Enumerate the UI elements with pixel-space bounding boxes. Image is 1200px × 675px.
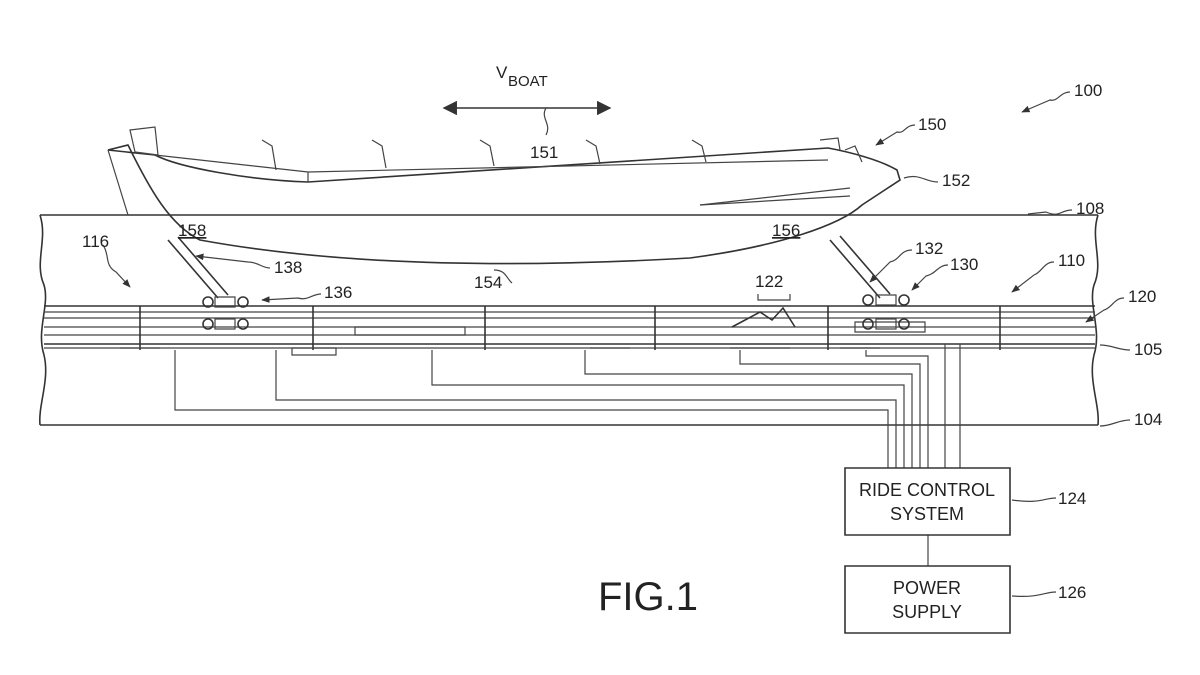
control-wiring <box>175 344 960 566</box>
ref-126: 126 <box>1058 583 1086 602</box>
ride-control-line2: SYSTEM <box>890 504 964 524</box>
boat-seats <box>262 140 706 170</box>
ref-100: 100 <box>1074 81 1102 100</box>
ref-136: 136 <box>324 283 352 302</box>
track-posts <box>140 306 1000 350</box>
ref-138: 138 <box>274 258 302 277</box>
power-supply-line1: POWER <box>893 578 961 598</box>
ref-152: 152 <box>942 171 970 190</box>
ref-150: 150 <box>918 115 946 134</box>
bogie-rear <box>168 237 248 329</box>
ref-116: 116 <box>82 232 109 251</box>
water-channel <box>40 215 1098 425</box>
ref-120: 120 <box>1128 287 1156 306</box>
boat <box>108 127 900 264</box>
velocity-label-main: V <box>496 63 508 82</box>
velocity-label-sub: BOAT <box>508 73 548 90</box>
ref-151: 151 <box>530 143 558 162</box>
ref-132: 132 <box>915 239 943 258</box>
ref-156: 156 <box>772 221 800 240</box>
ref-110: 110 <box>1058 251 1085 270</box>
power-supply-box: POWER SUPPLY <box>845 566 1010 633</box>
ref-108: 108 <box>1076 199 1104 218</box>
track <box>44 306 1095 355</box>
ride-control-system-box: RIDE CONTROL SYSTEM <box>845 468 1010 535</box>
ref-158: 158 <box>178 221 206 240</box>
power-supply-line2: SUPPLY <box>892 602 962 622</box>
ref-122: 122 <box>755 272 783 291</box>
track-feature-122 <box>732 308 795 327</box>
ref-130: 130 <box>950 255 978 274</box>
reference-numerals: 100 150 151 152 108 158 156 116 132 110 … <box>82 81 1162 602</box>
ref-105: 105 <box>1134 340 1162 359</box>
bogie-front <box>830 236 909 329</box>
ref-154: 154 <box>474 273 502 292</box>
ref-124: 124 <box>1058 489 1086 508</box>
figure-title: FIG.1 <box>598 575 698 619</box>
velocity-indicator: V BOAT <box>442 63 612 135</box>
ref-104: 104 <box>1134 410 1162 429</box>
ride-control-line1: RIDE CONTROL <box>859 480 995 500</box>
reference-leaders <box>103 92 1130 596</box>
